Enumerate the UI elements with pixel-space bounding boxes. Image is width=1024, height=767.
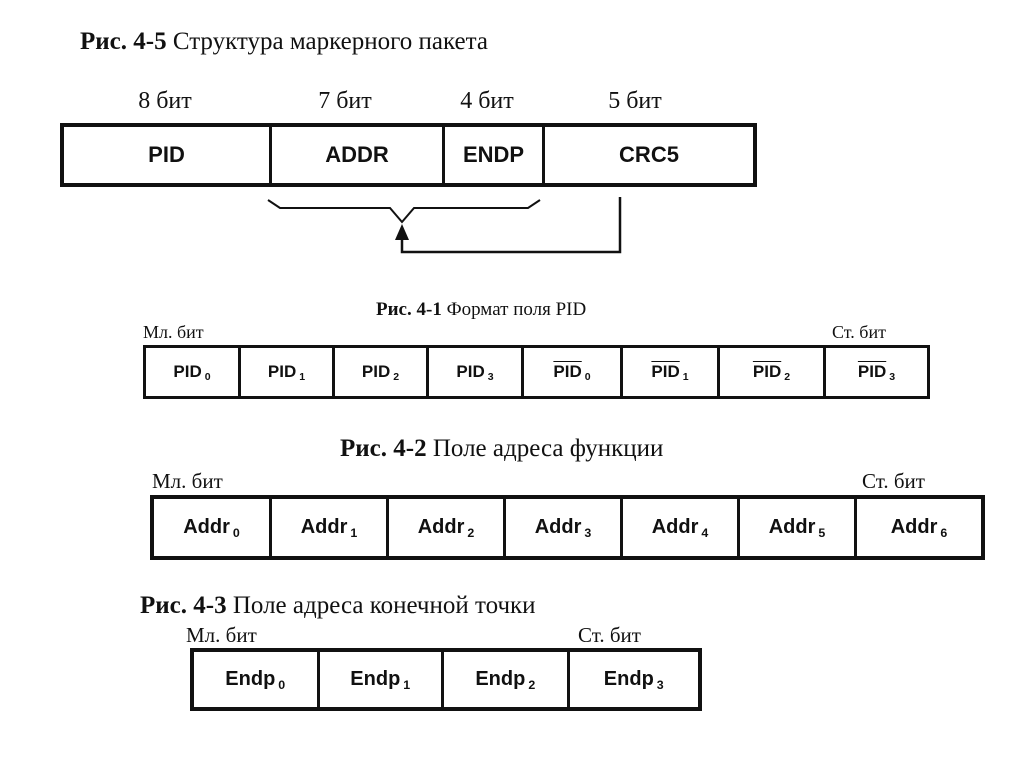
addr-cell-subscript: 3 [584,526,592,541]
fig43-msb-label: Ст. бит [578,623,641,647]
fig42-lsb-label: Мл. бит [152,469,223,493]
pid-cell-name: PID [857,362,887,381]
addr-cell-name: Addr [534,516,582,538]
fig41-msb-label: Ст. бит [832,322,886,342]
pid-cell-name: PID [752,362,782,381]
fig43-lsb-label: Мл. бит [186,623,257,647]
pid-cell-subscript: 0 [584,370,591,383]
arrow-head-icon [395,224,409,240]
pid-cell-subscript: 3 [889,370,896,383]
field-pid: PID [64,127,272,183]
endp-cell-name: Endp [603,668,654,690]
addr-cell-subscript: 0 [232,526,240,541]
endp-cell-subscript: 1 [403,678,411,693]
fig41-caption-text: Формат поля PID [446,299,587,320]
addr-cell-name: Addr [890,516,938,538]
pid-cell-name: PID [456,362,485,381]
endp-cell-name: Endp [225,668,276,690]
addr-cell-name: Addr [300,516,348,538]
bit-label-crc5: 5 бит [608,88,662,114]
addr-cell-subscript: 4 [701,526,709,541]
fig45-caption-text: Структура маркерного пакета [172,28,488,55]
pid-cell-name: PID [651,362,680,381]
pid-cell-name: PID [361,362,391,381]
endp-cell-subscript: 3 [656,678,664,693]
endp-cell-subscript: 2 [528,678,536,693]
field-crc5: CRC5 [619,142,679,167]
crc-feedback-line [400,197,622,254]
fig42-caption-number: Рис. 4-2 [340,435,427,462]
addr-cell-subscript: 1 [350,526,358,541]
addr-cell-subscript: 2 [467,526,475,541]
fig41-caption-number: Рис. 4-1 [376,299,442,320]
bit-label-pid: 8 бит [138,88,192,114]
addr-cell-name: Addr [183,516,230,538]
endp-cell-subscript: 0 [278,678,286,693]
field-endp: ENDP [445,127,545,183]
pid-cell-name: PID [267,362,297,381]
pid-cell-subscript: 0 [204,370,211,383]
fig42-caption: Рис. 4-2 Поле адреса функции [340,435,663,463]
pid-cell-subscript: 1 [299,370,306,383]
addr-cell-subscript: 6 [940,526,948,541]
addr-cell-subscript: 5 [818,526,826,541]
coverage-brace [267,199,541,224]
addr-cell-name: Addr [768,516,816,538]
pid-cell-name: PID [173,362,202,381]
bit-label-endp: 4 бит [460,88,514,114]
fig42-msb-label: Ст. бит [862,469,925,493]
field-addr: ADDR [272,127,445,183]
pid-cell-subscript: 3 [487,370,494,383]
pid-cell-subscript: 2 [784,370,791,383]
fig41-caption: Рис. 4-1 Формат поля PID [376,299,586,321]
addr-cell-name: Addr [651,516,699,538]
fig43-caption-text: Поле адреса конечной точки [232,592,536,619]
pid-cell-subscript: 1 [682,370,689,383]
bit-label-addr: 7 бит [318,88,372,114]
fig43-caption: Рис. 4-3 Поле адреса конечной точки [140,592,536,620]
fig42-caption-text: Поле адреса функции [432,435,664,462]
fig45-caption-number: Рис. 4-5 [80,28,167,55]
fig43-caption-number: Рис. 4-3 [140,592,227,619]
pid-cell-subscript: 2 [393,370,400,383]
fig45-caption: Рис. 4-5 Структура маркерного пакета [80,28,488,56]
pid-cell-name: PID [553,362,582,381]
token-packet-row: PID ADDR ENDP CRC5 [60,123,757,187]
endp-cell-name: Endp [350,668,401,690]
fig41-lsb-label: Мл. бит [143,322,204,342]
endp-cell-name: Endp [475,668,526,690]
addr-cell-name: Addr [417,516,465,538]
